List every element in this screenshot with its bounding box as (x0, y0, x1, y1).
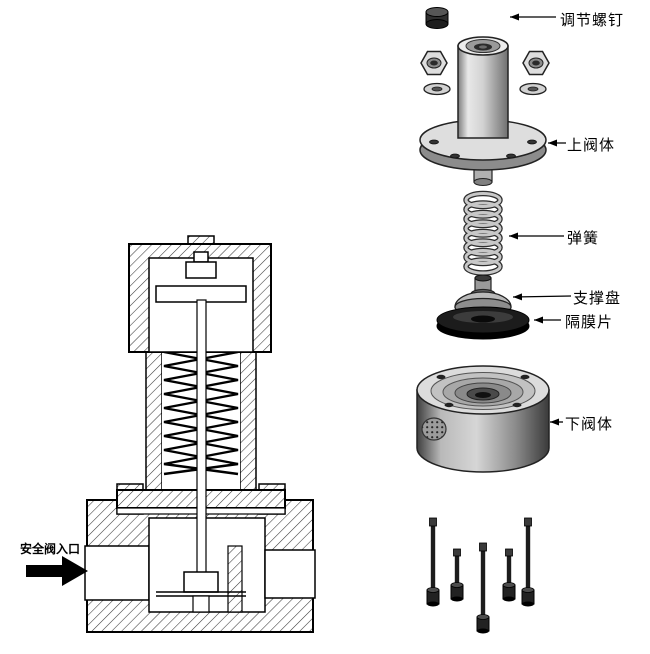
exploded-view (416, 7, 550, 634)
flange-hole (429, 139, 439, 145)
label-support-disc: 支撑盘 (573, 290, 622, 307)
body-bolt-hole (520, 374, 530, 380)
body-bolt-hole (512, 402, 522, 408)
part-lower-body (416, 365, 550, 473)
arrow-support-disc (512, 293, 572, 301)
label-spring: 弹簧 (567, 230, 600, 247)
part-adjust-screw (425, 7, 449, 29)
part-bolts (426, 517, 535, 634)
vent-patch (421, 417, 447, 441)
label-adjust-screw: 调节螺钉 (560, 12, 625, 29)
section-valve-plug (183, 571, 219, 593)
label-upper-body: 上阀体 (567, 137, 616, 154)
part-diaphragm (436, 306, 530, 340)
washer-right (519, 82, 547, 96)
bolt (476, 542, 490, 634)
inlet-arrow (26, 556, 88, 586)
flange-hole (527, 139, 537, 145)
cross-section-view (26, 235, 316, 633)
label-inlet: 安全阀入口 (20, 542, 81, 556)
section-seat-wall (227, 545, 243, 613)
label-diaphragm: 隔膜片 (565, 314, 614, 331)
bolt (521, 517, 535, 607)
section-inlet-passage (84, 545, 150, 601)
bolt (450, 548, 464, 602)
hex-nut-left (420, 50, 448, 76)
body-bolt-hole (436, 374, 446, 380)
bolt (502, 548, 516, 602)
part-spring (463, 190, 503, 276)
part-upper-body (419, 36, 547, 186)
hex-nut-right (522, 50, 550, 76)
section-adjust-screw-tip (193, 251, 209, 263)
bolt (426, 517, 440, 607)
section-stem (196, 299, 207, 583)
label-lower-body: 下阀体 (565, 416, 614, 433)
flange-hole (450, 153, 460, 159)
section-outlet-passage (264, 549, 316, 599)
section-bonnet-right-wall (239, 339, 257, 491)
section-stem-guide (192, 595, 210, 613)
section-adjust-screw (185, 261, 217, 279)
section-bonnet-left-wall (145, 339, 163, 491)
body-bolt-hole (444, 402, 454, 408)
flange-hole (506, 153, 516, 159)
label-arrows (509, 13, 572, 426)
washer-left (423, 82, 451, 96)
